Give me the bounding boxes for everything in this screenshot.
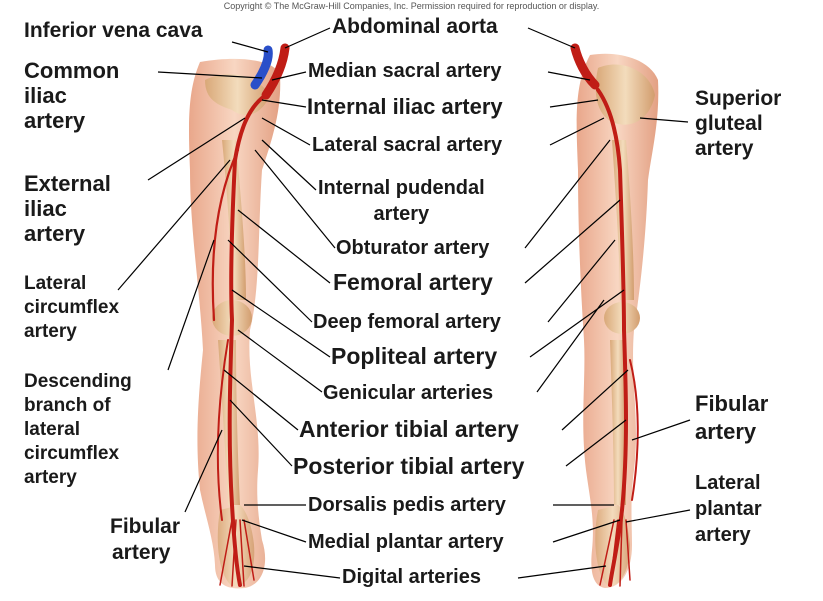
- label-digital-arteries: Digital arteries: [342, 566, 481, 588]
- label-median-sacral-artery: Median sacral artery: [308, 60, 502, 82]
- left-deep-femoral: [211, 148, 240, 322]
- label-deep-femoral-artery: Deep femoral artery: [313, 311, 501, 333]
- right-pelvis-bone: [595, 64, 655, 125]
- label-abdominal-aorta: Abdominal aorta: [332, 15, 498, 38]
- left-anterior-tibial: [216, 339, 229, 521]
- label-anterior-tibial-artery: Anterior tibial artery: [299, 416, 519, 442]
- label-dorsalis-pedis-artery: Dorsalis pedis artery: [308, 494, 506, 516]
- label-internal-iliac-artery: Internal iliac artery: [307, 94, 503, 119]
- label-lateral-sacral-artery: Lateral sacral artery: [312, 134, 503, 156]
- leader-lines: [117, 27, 691, 579]
- label-obturator-artery: Obturator artery: [336, 237, 490, 259]
- inferior-vena-cava: [250, 45, 273, 90]
- label-genicular-arteries: Genicular arteries: [323, 382, 494, 404]
- right-digital-arteries: [599, 519, 631, 587]
- label-posterior-tibial-artery: Posterior tibial artery: [293, 453, 525, 479]
- right-main-artery: [596, 88, 628, 587]
- right-tibia: [610, 340, 626, 505]
- left-digital-arteries: [219, 519, 255, 587]
- label-inferior-vena-cava: Inferior vena cava: [24, 19, 203, 42]
- left-leg: [189, 58, 281, 589]
- copyright-notice: Copyright © The McGraw-Hill Companies, I…: [223, 1, 600, 11]
- left-aorta: [261, 43, 290, 100]
- label-femoral-artery: Femoral artery: [333, 269, 493, 295]
- right-aorta: [570, 43, 600, 90]
- left-main-artery: [227, 96, 264, 587]
- right-fibular-artery: [629, 359, 639, 501]
- label-medial-plantar-artery: Medial plantar artery: [308, 531, 504, 553]
- label-popliteal-artery: Popliteal artery: [331, 343, 498, 369]
- vessels: [211, 43, 639, 587]
